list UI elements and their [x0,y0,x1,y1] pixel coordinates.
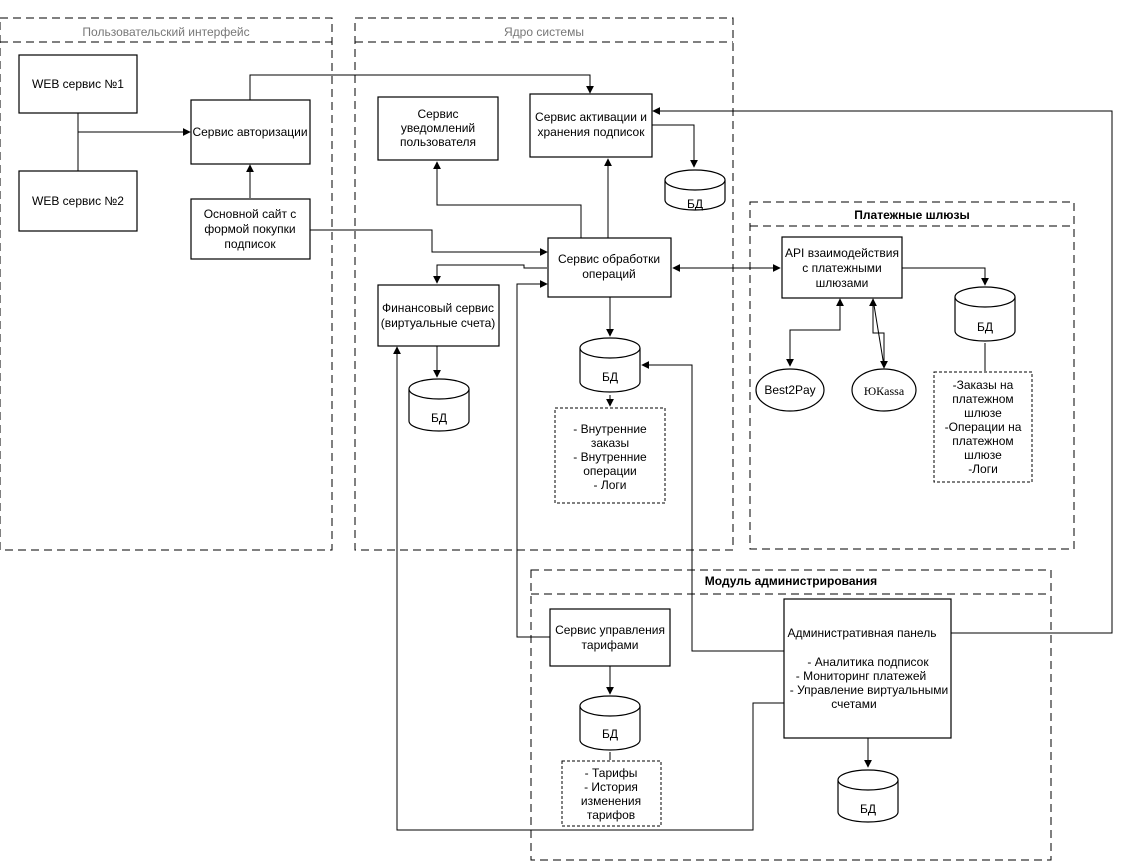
note-tariff-line-4: тарифов [587,808,635,822]
node-auth-service[interactable]: Сервис авторизации [190,99,311,165]
db-gateway-label: БД [977,320,993,334]
node-activation-service[interactable]: Сервис активации и хранения подписок [529,93,653,158]
db-operations-label: БД [602,370,618,384]
node-web-service-2[interactable]: WEB сервис №2 [18,170,138,232]
api-line-2: с платежными [802,261,881,275]
note-gw-line-3: шлюзе [964,406,1002,420]
note-gateway-db: -Заказы на платежном шлюзе -Операции на … [933,371,1033,483]
node-main-site[interactable]: Основной сайт с формой покупки подписок [190,198,311,260]
note-ops-line-2: заказы [591,436,629,450]
note-ops-line-5: - Логи [594,478,627,492]
note-gw-line-5: платежном [952,434,1013,448]
best2pay-label: Best2Pay [764,383,815,397]
activation-line-1: Сервис активации и [535,110,647,124]
edge-ops-to-finance [433,264,547,284]
api-line-3: шлюзами [816,276,869,290]
db-tariffs-label: БД [602,727,618,741]
note-tariff-line-1: - Тарифы [585,766,638,780]
web-service-2-label: WEB сервис №2 [32,194,124,208]
group-user-interface: Пользовательский интерфейс [0,17,333,551]
edge-site-to-ops [310,229,548,256]
note-ops-line-3: - Внутренние [573,450,647,464]
main-site-line-3: подписок [224,237,276,251]
node-tariff-service[interactable]: Сервис управления тарифами [549,608,671,667]
edge-api-to-db [902,267,989,286]
edge-tariffs-to-ops [516,280,550,638]
edge-api-best2pay [786,298,844,367]
node-notification-service[interactable]: Сервис уведомлений пользователя [377,96,499,161]
connectors [77,74,1113,831]
edge-admin-to-activation [652,107,1113,634]
db-admin[interactable]: БД [837,769,899,823]
group-admin-module: Модуль администрирования [530,569,1052,861]
node-operations-service[interactable]: Сервис обработки операций [547,237,672,298]
note-gw-line-1: -Заказы на [953,378,1014,392]
note-ops-line-1: - Внутренние [573,422,647,436]
edge-admin-to-finance [393,346,784,831]
api-line-1: API взаимодействия [785,246,899,260]
admin-panel-title: Административная панель [788,626,937,640]
main-site-line-1: Основной сайт с [204,207,297,221]
yukassa-label: ЮКassa [864,384,905,398]
note-operations-db: - Внутренние заказы - Внутренние операци… [554,407,666,504]
node-web-service-1[interactable]: WEB сервис №1 [18,54,138,114]
edge-activation-to-db [652,124,698,168]
note-tariff-line-2: - История [584,780,638,794]
db-gateway[interactable]: БД [954,286,1016,342]
edge-ops-to-notify [433,161,582,238]
group-title-gateways: Платежные шлюзы [854,208,969,222]
auth-service-label: Сервис авторизации [192,125,307,139]
finance-line-2: (виртуальные счета) [381,316,496,330]
node-gateway-api[interactable]: API взаимодействия с платежными шлюзами [781,236,903,299]
note-gw-line-4: -Операции на [945,420,1022,434]
activation-line-2: хранения подписок [538,125,646,139]
admin-panel-item-4: счетами [831,697,876,711]
edge-api-yukassa [869,298,888,369]
ops-line-1: Сервис обработки [558,252,660,266]
notify-line-1: Сервис [417,107,458,121]
admin-panel-item-1: - Аналитика подписок [807,655,929,669]
note-gw-line-7: -Логи [968,462,998,476]
finance-line-1: Финансовый сервис [382,301,494,315]
group-payment-gateways: Платежные шлюзы [749,201,1075,550]
group-title-core: Ядро системы [504,25,584,39]
db-admin-label: БД [860,802,876,816]
tariffs-line-2: тарифами [582,638,639,652]
db-activation[interactable]: БД [664,169,726,211]
admin-panel-item-2: - Мониторинг платежей [796,669,926,683]
node-admin-panel[interactable]: Административная панель - Аналитика подп… [783,598,952,739]
node-finance-service[interactable]: Финансовый сервис (виртуальные счета) [377,284,500,347]
web-service-1-label: WEB сервис №1 [32,77,124,91]
group-title-ui: Пользовательский интерфейс [82,25,249,39]
db-activation-label: БД [687,197,703,211]
tariffs-line-1: Сервис управления [555,623,665,637]
note-ops-line-4: операции [583,464,636,478]
notify-line-2: уведомлений [401,121,475,135]
admin-panel-item-3: - Управление виртуальными [790,683,949,697]
node-best2pay[interactable]: Best2Pay [755,368,825,412]
notify-line-3: пользователя [400,135,476,149]
db-finance-label: БД [431,411,447,425]
group-title-admin: Модуль администрирования [705,574,877,588]
db-tariffs[interactable]: БД [579,695,641,751]
node-yukassa[interactable]: ЮКassa [851,368,917,412]
main-site-line-2: формой покупки [204,222,295,236]
note-gw-line-2: платежном [952,392,1013,406]
group-system-core: Ядро системы [354,17,734,551]
db-operations[interactable]: БД [579,337,641,393]
note-tariff-line-3: изменения [581,794,641,808]
edge-admin-to-opsdb [641,361,784,652]
edge-auth-to-activation [249,74,594,100]
ops-line-2: операций [582,267,635,281]
note-tariffs-db: - Тарифы - История изменения тарифов [561,760,662,827]
note-gw-line-6: шлюзе [964,448,1002,462]
db-finance[interactable]: БД [408,378,470,432]
